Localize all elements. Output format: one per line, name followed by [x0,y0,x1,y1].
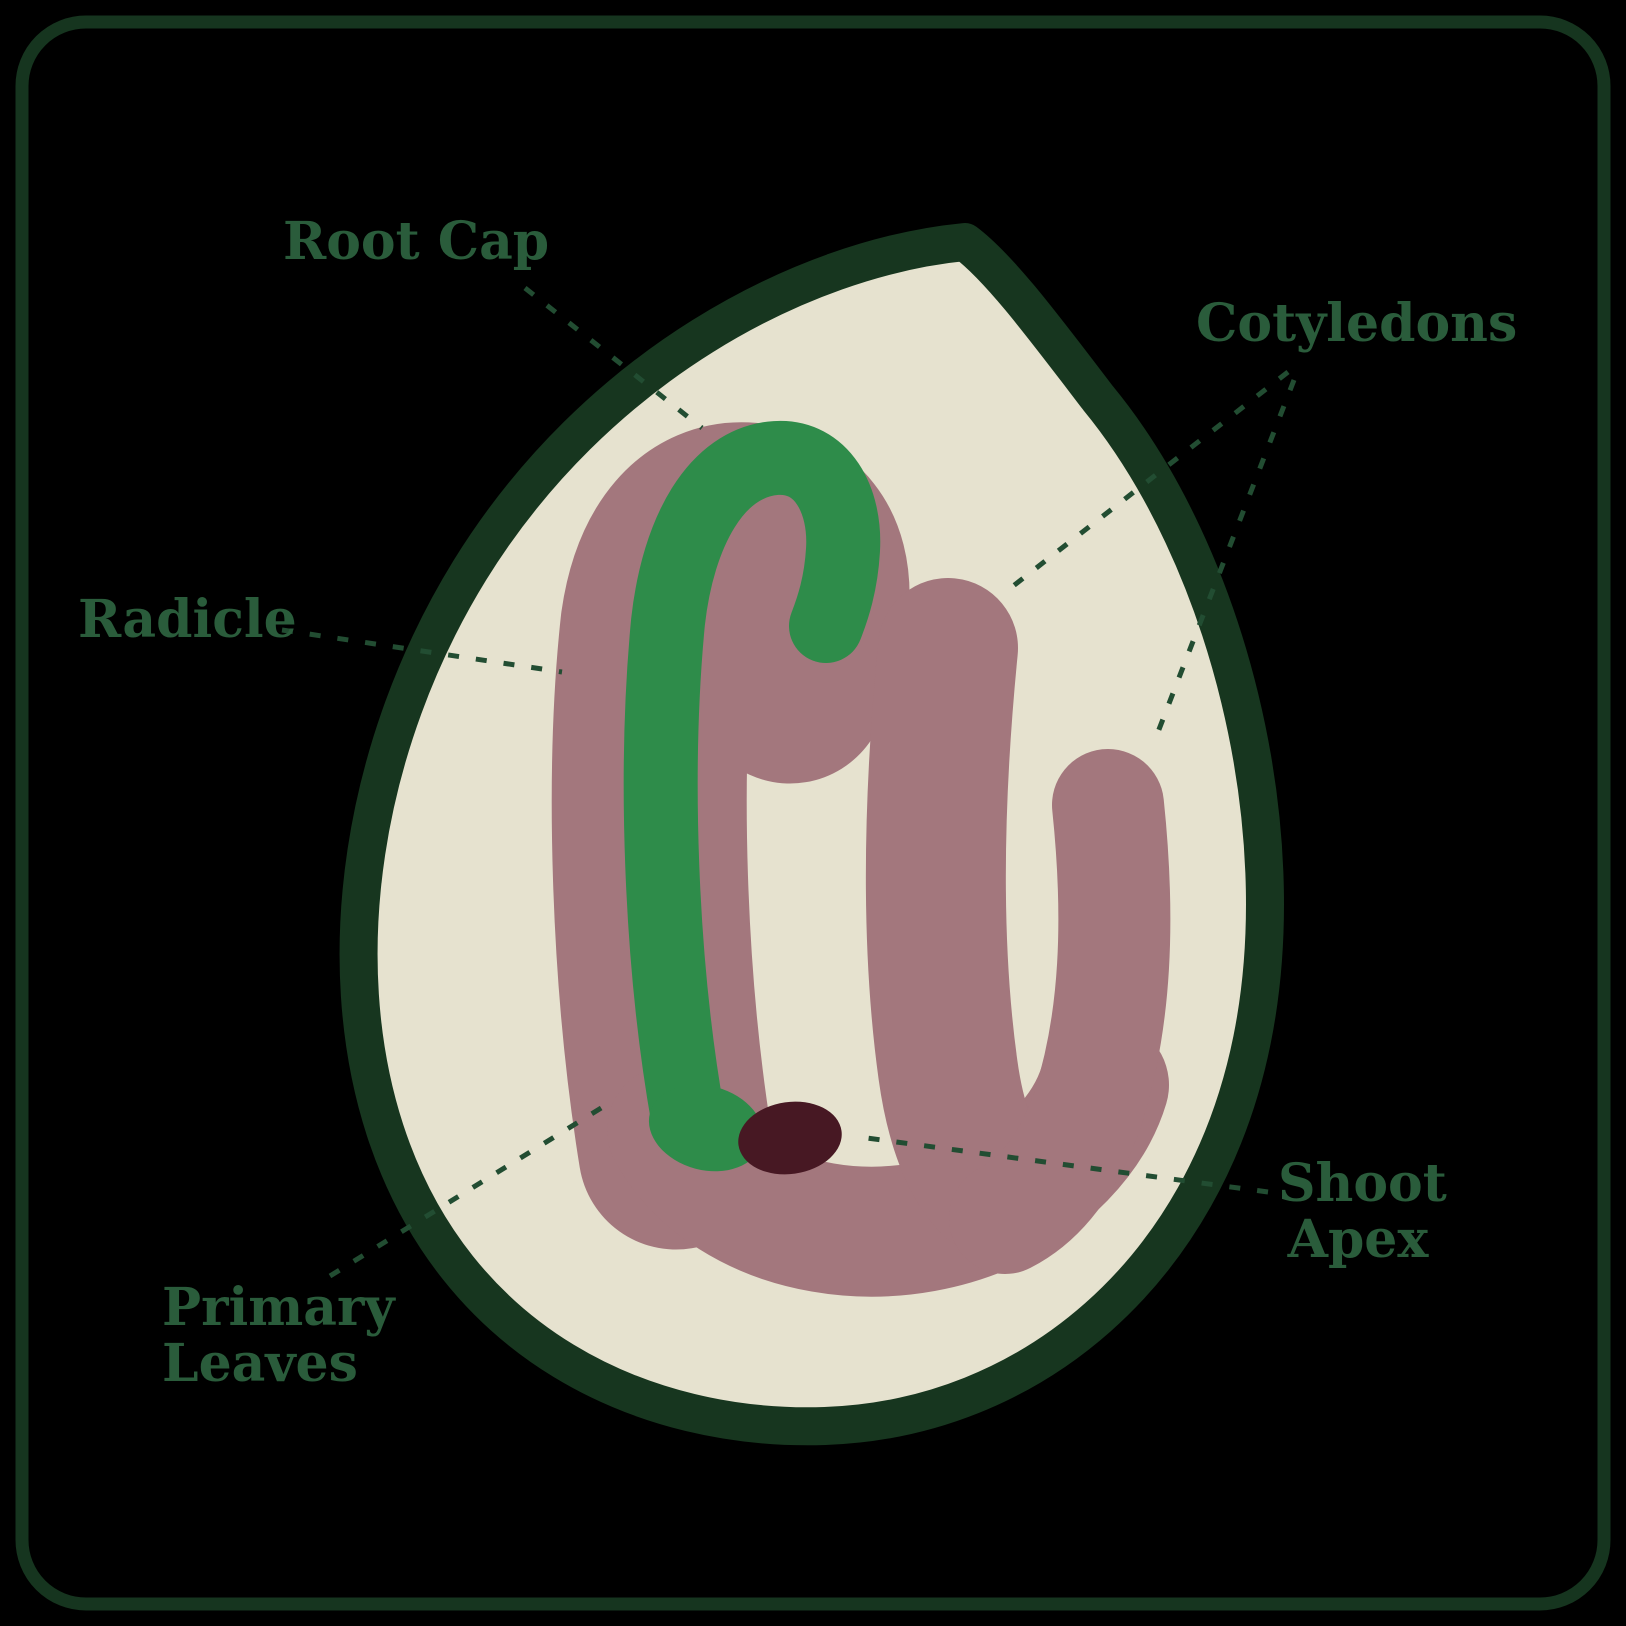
label-primary-leaves-line2: Leaves [162,1333,358,1395]
label-shoot-apex: Shoot Apex [1278,1153,1447,1271]
label-shoot-apex-line2: Apex [1287,1209,1429,1271]
shoot-apex-shape [738,1101,842,1175]
label-cotyledons: Cotyledons [1196,293,1518,354]
radicle-shape [623,420,881,1155]
radicle-leader-line [281,627,563,675]
label-primary-leaves-line1: Primary [162,1277,395,1338]
cotyledon-lobe-1 [865,578,1062,1255]
root-tip-shape [648,1084,764,1172]
label-root-cap: Root Cap [283,211,550,272]
cotyledon-lobe-2 [949,749,1171,1274]
cotyledons-leader-line-2 [1155,379,1297,733]
label-primary-leaves: Primary Leaves [162,1277,395,1395]
label-shoot-apex-line1: Shoot [1278,1153,1447,1214]
diagram-frame [15,15,1611,1611]
cotyledons-leader-line-1 [1006,370,1290,592]
label-radicle: Radicle [78,589,297,650]
root-cap-leader-line [523,286,704,430]
